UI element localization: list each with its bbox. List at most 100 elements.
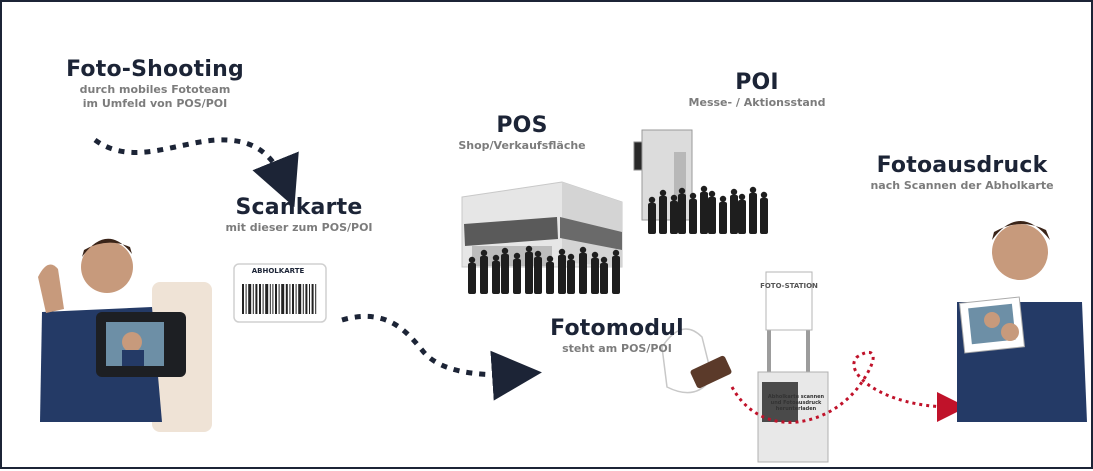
person-silhouette-body <box>760 198 768 234</box>
person-silhouette-body <box>534 257 542 294</box>
person-silhouette-head <box>513 252 521 260</box>
person-silhouette-head <box>749 186 757 194</box>
arrow-shooting-to-scankarte <box>93 137 299 208</box>
person-silhouette-body <box>738 200 746 234</box>
person-silhouette-body <box>700 192 708 234</box>
person-silhouette-head <box>612 249 620 257</box>
person-silhouette-body <box>492 261 500 294</box>
person-silhouette-body <box>525 252 533 294</box>
barcode-bar <box>285 284 288 314</box>
barcode-bar <box>275 284 277 314</box>
person-silhouette-body <box>670 201 678 234</box>
station-panel-text: Abholkarte scannen und Fotoausdruck heru… <box>767 394 825 412</box>
fotoausdruck-title: Fotoausdruck <box>876 153 1048 178</box>
person-silhouette-head <box>501 247 509 255</box>
arrow-scankarte-to-fotomodul <box>341 313 542 401</box>
customer-figure <box>957 221 1087 422</box>
person-silhouette-body <box>678 194 686 234</box>
crowd-poi <box>648 185 768 234</box>
person-silhouette-body <box>600 263 608 294</box>
barcode-bar <box>292 284 294 314</box>
person-silhouette-head <box>492 254 500 262</box>
person-silhouette-body <box>579 253 587 294</box>
barcode-bar <box>242 284 244 314</box>
person-silhouette-head <box>719 195 727 203</box>
abholkarte-label: ABHOLKARTE <box>251 267 305 275</box>
person-silhouette-head <box>480 249 488 257</box>
person-silhouette-head <box>648 196 656 204</box>
barcode-bar <box>278 284 280 314</box>
poi-sub: Messe- / Aktionsstand <box>688 96 826 109</box>
barcode-bar <box>262 284 264 314</box>
person-silhouette-body <box>612 256 620 294</box>
person-silhouette-head <box>689 192 697 200</box>
barcode-bar <box>248 284 252 314</box>
shooting-sub-1: durch mobiles Fototeam <box>79 83 231 96</box>
person-silhouette-body <box>567 260 575 294</box>
person-silhouette-head <box>678 187 686 195</box>
person-silhouette-body <box>708 197 716 234</box>
abholkarte-card <box>233 263 327 323</box>
person-silhouette-body <box>659 196 667 234</box>
poi-title: POI <box>735 70 779 95</box>
person-silhouette-body <box>749 193 757 234</box>
person-silhouette-head <box>546 255 554 263</box>
person-silhouette-head <box>760 191 768 199</box>
pos-title: POS <box>496 113 548 138</box>
person-silhouette-head <box>567 253 575 261</box>
scankarte-title: Scankarte <box>235 195 363 220</box>
person-silhouette-body <box>719 202 727 234</box>
barcode-bar <box>298 284 302 314</box>
station-sign-text: FOTO-STATION <box>760 282 818 290</box>
person-silhouette-head <box>670 194 678 202</box>
barcode-bar <box>305 284 308 314</box>
person-silhouette-head <box>591 251 599 259</box>
person-silhouette-body <box>546 262 554 294</box>
person-silhouette-body <box>501 254 509 294</box>
barcode-bar <box>281 284 285 314</box>
barcode-bar <box>245 284 247 314</box>
barcode-bar <box>302 284 304 314</box>
person-silhouette-body <box>558 255 566 294</box>
person-silhouette-head <box>600 256 608 264</box>
barcode-bar <box>315 284 317 314</box>
person-silhouette-body <box>689 199 697 234</box>
person-silhouette-head <box>534 250 542 258</box>
person-silhouette-body <box>591 258 599 294</box>
shooting-title: Foto-Shooting <box>66 57 244 82</box>
person-silhouette-head <box>579 246 587 254</box>
shooting-sub-2: im Umfeld von POS/POI <box>82 97 228 110</box>
person-silhouette-head <box>525 245 533 253</box>
person-silhouette-body <box>468 263 476 294</box>
store-building <box>461 181 623 268</box>
person-silhouette-head <box>558 248 566 256</box>
barcode-bar <box>309 284 310 314</box>
barcode-bar <box>311 284 314 314</box>
fotomodul-sub: steht am POS/POI <box>562 342 672 355</box>
person-silhouette-body <box>648 203 656 234</box>
person-silhouette-body <box>730 195 738 234</box>
barcode-bar <box>269 284 271 314</box>
photographer-figure <box>38 238 212 432</box>
barcode-bar <box>259 284 261 314</box>
pos-sub: Shop/Verkaufsfläche <box>458 139 586 152</box>
fotoausdruck-sub: nach Scannen der Abholkarte <box>870 179 1054 192</box>
barcode-bar <box>272 284 274 314</box>
barcode-bar <box>265 284 269 314</box>
person-silhouette-head <box>468 256 476 264</box>
barcode-bar <box>295 284 297 314</box>
crowd-pos <box>468 245 620 294</box>
barcode-bar <box>289 284 291 314</box>
person-silhouette-head <box>659 189 667 197</box>
barcode-bar <box>255 284 258 314</box>
person-silhouette-head <box>708 190 716 198</box>
scankarte-sub: mit dieser zum POS/POI <box>225 221 373 234</box>
foto-station <box>661 271 829 463</box>
person-silhouette-head <box>738 193 746 201</box>
person-silhouette-body <box>480 256 488 294</box>
person-silhouette-body <box>513 259 521 294</box>
fotomodul-title: Fotomodul <box>550 316 684 341</box>
person-silhouette-head <box>730 188 738 196</box>
